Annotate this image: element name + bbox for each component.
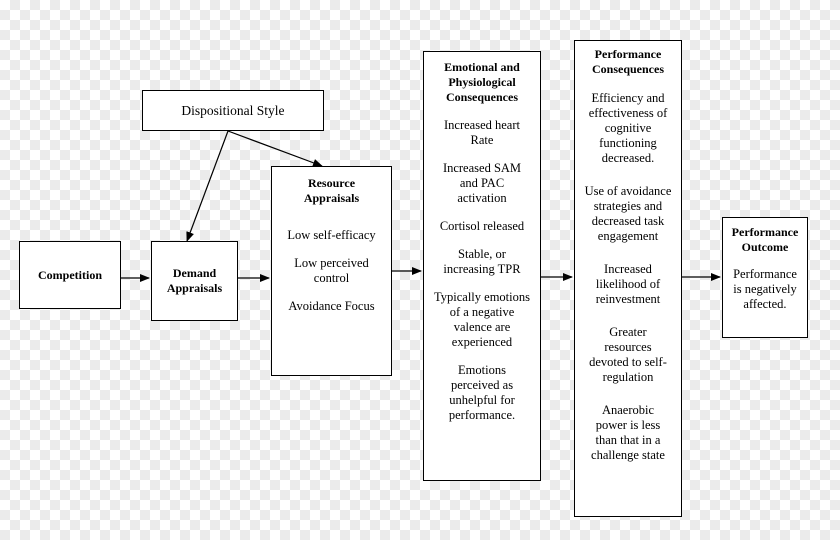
resource-item: Low self-efficacy	[287, 228, 376, 242]
performance-item: Efficiency and effectiveness of cognitiv…	[588, 91, 668, 165]
emotional-physiological-box: Emotional and Physiological Consequences…	[423, 51, 541, 481]
performance-outcome-box: Performance Outcome Performance is negat…	[722, 217, 808, 338]
emotional-item: Emotions perceived as unhelpful for perf…	[448, 363, 516, 422]
arrow-dispositional-to-demand	[186, 130, 229, 242]
resource-item: Low perceived control	[294, 256, 369, 285]
performance-consequences-title: Performance Consequences	[591, 47, 664, 76]
dispositional-style-box: Dispositional Style	[142, 90, 324, 131]
competition-box: Competition	[19, 241, 121, 309]
demand-appraisals-box: Demand Appraisals	[151, 241, 238, 321]
dispositional-style-label: Dispositional Style	[181, 103, 285, 118]
emotional-item: Stable, or increasing TPR	[443, 247, 521, 276]
emotional-item: Typically emotions of a negative valence…	[434, 290, 530, 349]
performance-consequences-box: Performance Consequences Efficiency and …	[574, 40, 682, 517]
performance-item: Use of avoidance strategies and decrease…	[584, 184, 672, 243]
performance-item: Greater resources devoted to self-regula…	[589, 325, 667, 384]
performance-item: Anaerobic power is less than that in a c…	[591, 403, 665, 462]
resource-appraisals-box: Resource Appraisals Low self-efficacy Lo…	[271, 166, 392, 376]
emotional-physiological-title: Emotional and Physiological Consequences	[444, 60, 520, 104]
resource-appraisals-title: Resource Appraisals	[303, 176, 360, 205]
emotional-item: Increased SAM and PAC activation	[442, 161, 522, 205]
emotional-item: Increased heart Rate	[444, 118, 520, 147]
performance-outcome-text: Performance is negatively affected.	[733, 267, 797, 311]
demand-appraisals-label: Demand Appraisals	[166, 266, 223, 295]
resource-item: Avoidance Focus	[288, 299, 375, 313]
competition-label: Competition	[38, 267, 102, 282]
emotional-item: Cortisol released	[439, 219, 525, 233]
arrow-dispositional-to-resource	[227, 130, 323, 167]
performance-item: Increased likelihood of reinvestment	[595, 262, 661, 306]
performance-outcome-title: Performance Outcome	[731, 225, 799, 254]
